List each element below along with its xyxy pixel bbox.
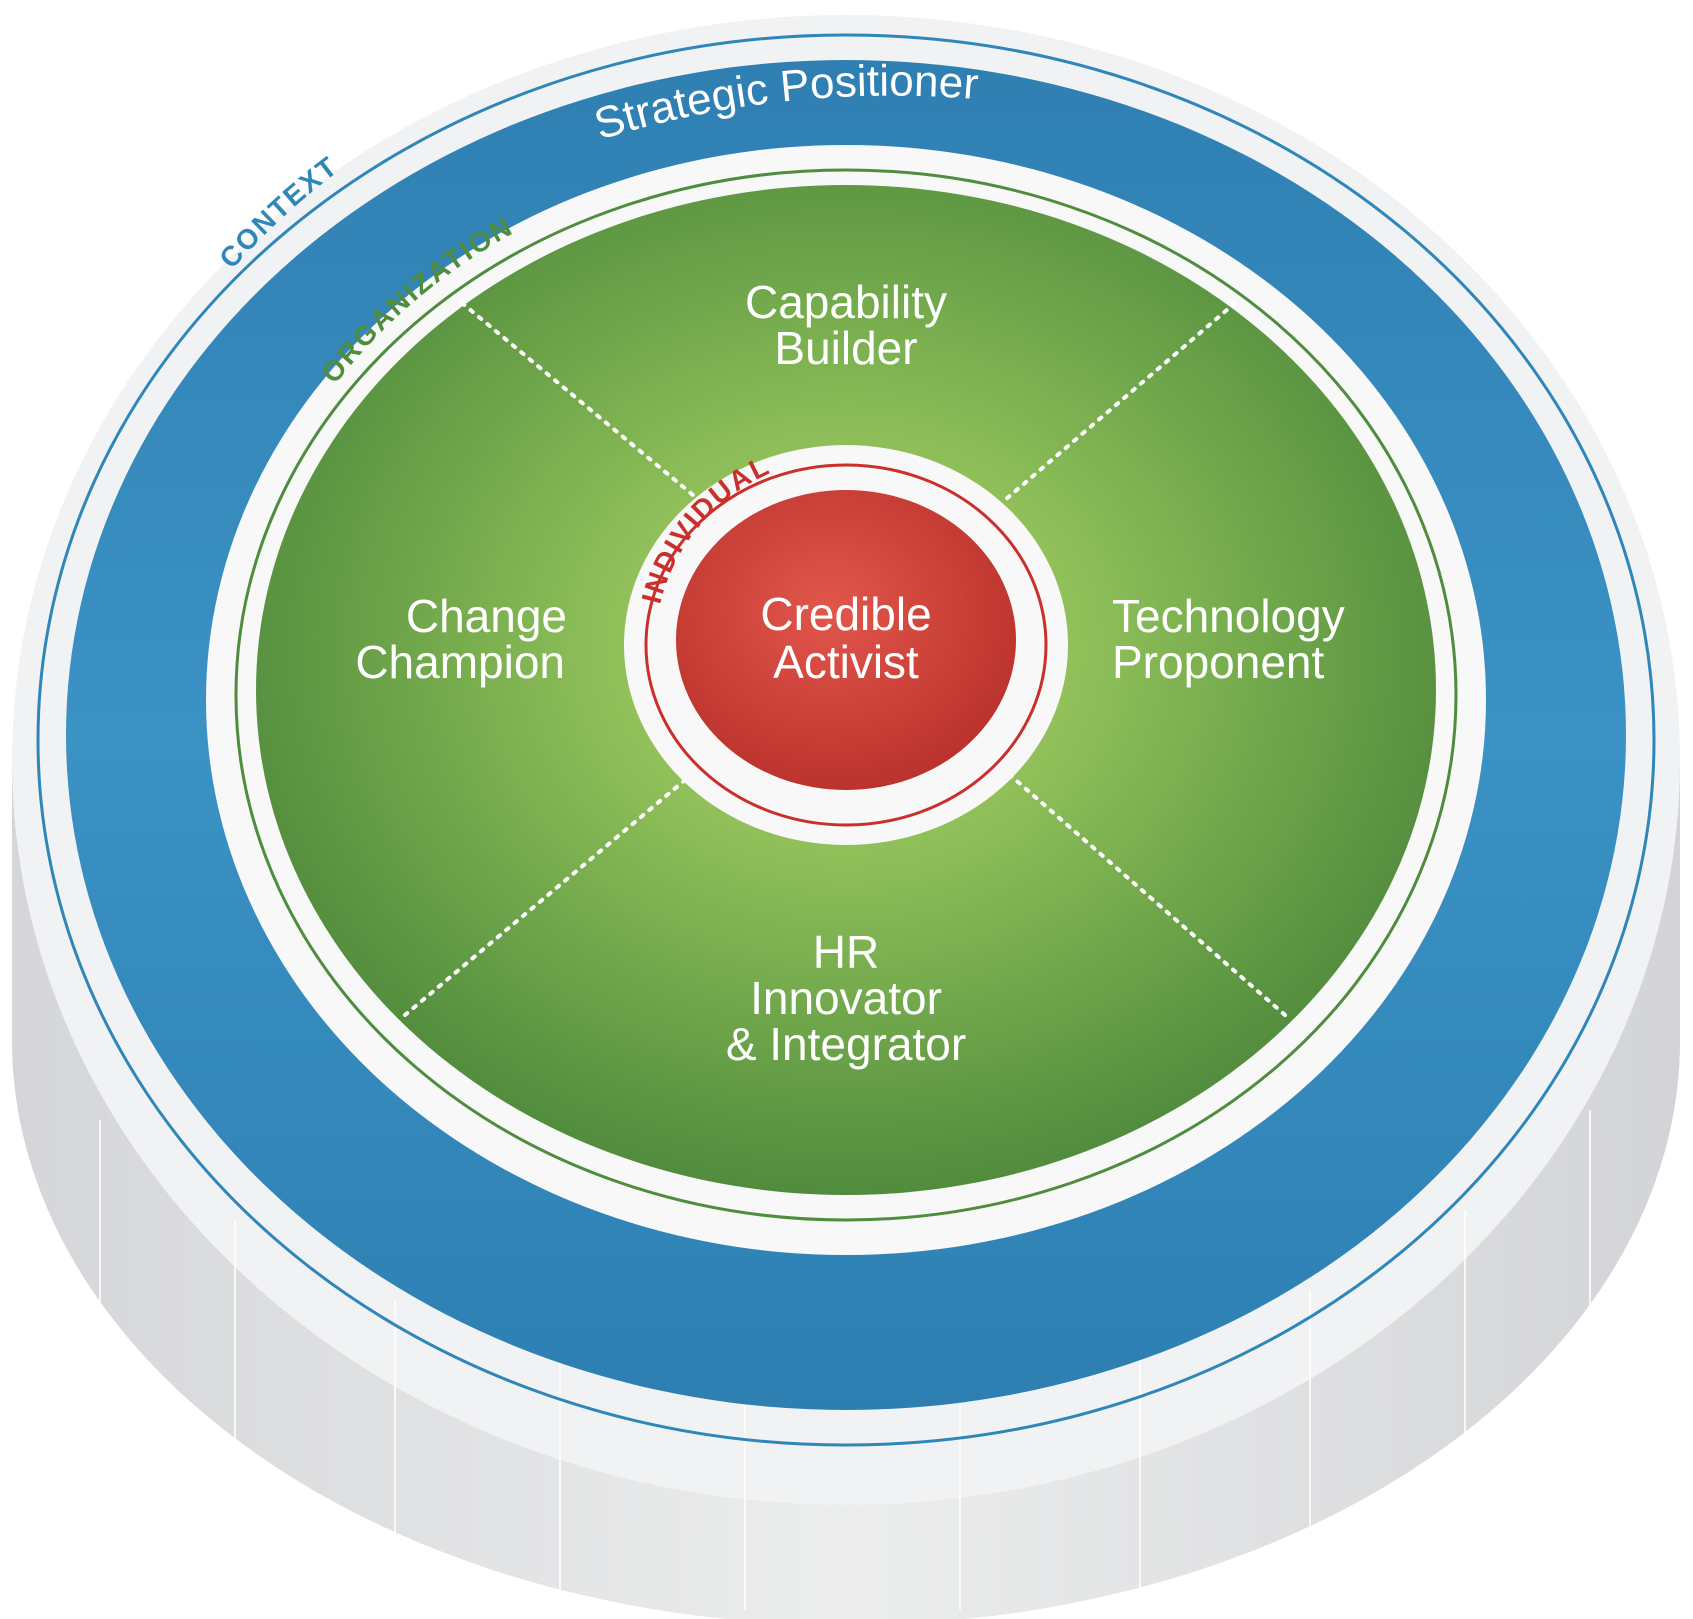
- context-outline: [36, 33, 1656, 1447]
- technology-proponent-line-1: Technology: [1112, 590, 1345, 642]
- hr-innovator-integrator-label: HR Innovator & Integrator: [726, 926, 966, 1070]
- credible-activist-line-2: Activist: [773, 636, 919, 688]
- hr-innovator-integrator-line-1: HR: [813, 926, 879, 978]
- capability-builder-line-1: Capability: [745, 276, 947, 328]
- credible-activist-label: Credible Activist: [760, 588, 931, 688]
- capability-builder-line-2: Builder: [774, 322, 917, 374]
- hr-innovator-integrator-line-2: Innovator: [750, 972, 942, 1024]
- change-champion-line-2: Champion: [355, 636, 565, 688]
- organization-outline: [234, 168, 1458, 1222]
- credible-activist-line-1: Credible: [760, 588, 931, 640]
- change-champion-line-1: Change: [406, 590, 567, 642]
- capability-builder-label: Capability Builder: [745, 276, 947, 374]
- technology-proponent-line-2: Proponent: [1112, 636, 1324, 688]
- individual-core: [624, 445, 1068, 845]
- quadrant-dividers: [403, 301, 1287, 1017]
- technology-proponent-label: Technology Proponent: [1112, 590, 1345, 688]
- hr-innovator-integrator-line-3: & Integrator: [726, 1018, 966, 1070]
- change-champion-label: Change Champion: [355, 590, 567, 688]
